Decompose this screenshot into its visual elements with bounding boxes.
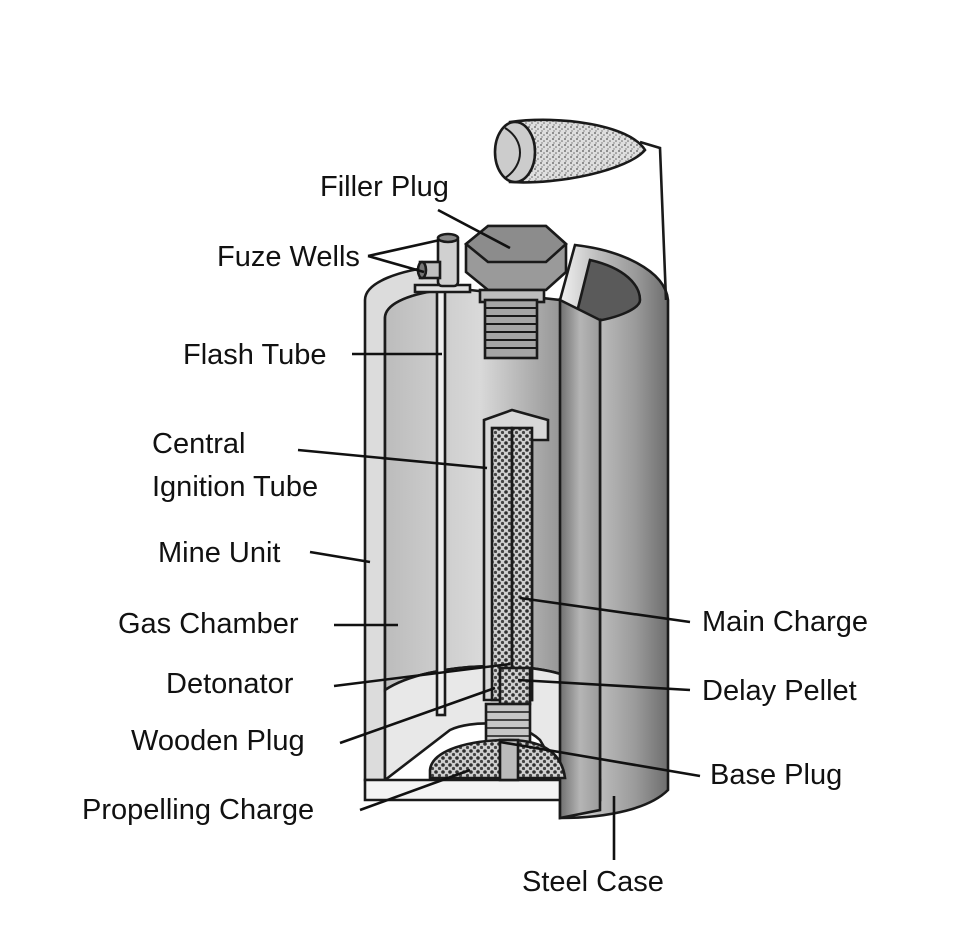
label-base-plug: Base Plug [710, 759, 843, 791]
label-main-charge: Main Charge [702, 606, 869, 638]
delay-pellet-shape [498, 666, 532, 706]
leader-propelling-charge [359, 768, 471, 812]
leader-filler-plug [437, 208, 511, 250]
label-fuze-wells: Fuze Wells [217, 241, 360, 273]
label-wooden-plug: Wooden Plug [131, 725, 305, 757]
wooden-plug-shape [484, 702, 532, 746]
leader-fuze-wells-b [367, 254, 425, 274]
leader-delay-pellet [517, 678, 691, 692]
label-propelling-charge: Propelling Charge [82, 794, 315, 826]
fuze-wells-shape [416, 232, 460, 288]
leader-base-plug [499, 740, 701, 778]
leader-main-charge [519, 596, 691, 624]
label-mine-unit: Mine Unit [158, 537, 281, 569]
label-central-ignition-line1: Central [152, 428, 246, 460]
leader-lines [297, 208, 701, 860]
label-detonator: Detonator [166, 668, 294, 700]
label-gas-chamber: Gas Chamber [118, 608, 299, 640]
leader-wooden-plug [339, 686, 496, 745]
leader-mine-unit [309, 550, 371, 564]
leader-central-ignition [297, 448, 488, 470]
label-steel-case: Steel Case [522, 866, 664, 898]
label-central-ignition-line2: Ignition Tube [152, 471, 319, 503]
filler-plug-shape [463, 224, 568, 360]
base-plug-shape [498, 738, 520, 782]
main-charge-shape [490, 426, 514, 702]
leader-detonator [333, 662, 511, 688]
case-front-cut-face [558, 297, 602, 820]
label-flash-tube: Flash Tube [183, 339, 327, 371]
trip-cord-shape [493, 118, 668, 301]
label-delay-pellet: Delay Pellet [702, 675, 857, 707]
central-ignition-tube-shape [482, 408, 550, 746]
label-filler-plug: Filler Plug [320, 171, 449, 203]
leader-fuze-wells-a [367, 238, 441, 258]
